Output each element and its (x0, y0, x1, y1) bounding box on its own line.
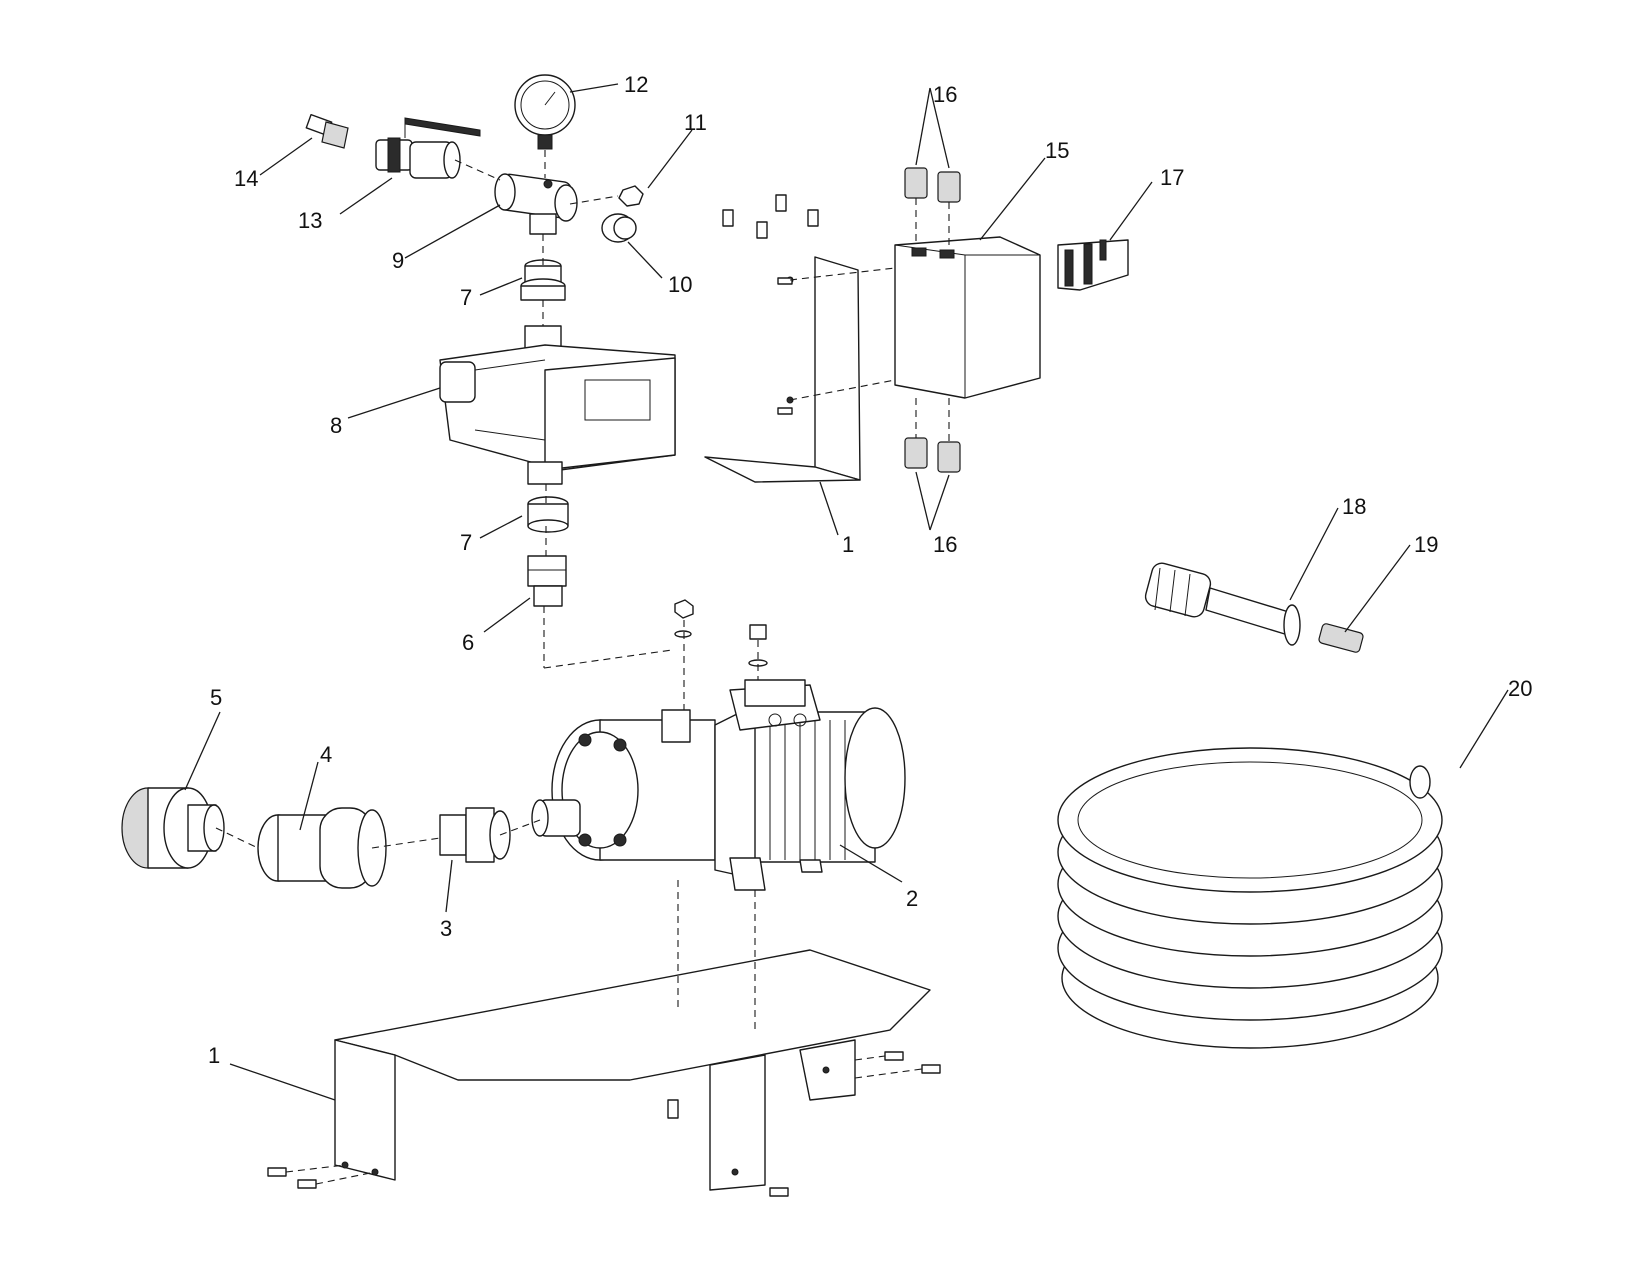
part-19-hose-connector (1318, 623, 1364, 653)
callout-3: 3 (440, 916, 452, 941)
part-1-wall-bracket (704, 256, 861, 483)
callout-2: 2 (906, 886, 918, 911)
callout-19: 19 (1414, 532, 1438, 557)
loose-screws-group (722, 194, 819, 415)
callout-labels: 1 2 3 4 5 6 7 7 8 9 10 11 12 13 14 15 16… (208, 72, 1532, 1068)
part-11-nut (618, 185, 644, 207)
callout-leader-lines (184, 83, 1509, 1101)
part-5-strainer (121, 787, 225, 869)
callout-7-upper: 7 (460, 285, 472, 310)
callout-4: 4 (320, 742, 332, 767)
callout-5: 5 (210, 685, 222, 710)
callout-10: 10 (668, 272, 692, 297)
part-10-plug (601, 213, 637, 243)
callout-6: 6 (462, 630, 474, 655)
callout-13: 13 (298, 208, 322, 233)
part-3-nipple (439, 807, 511, 863)
callout-8: 8 (330, 413, 342, 438)
pump-top-bolts (674, 599, 768, 667)
part-7-upper-union (520, 259, 566, 301)
part-7-lower-union (527, 496, 569, 533)
part-18-suction-filter (1144, 562, 1301, 646)
part-13-ball-valve (375, 117, 481, 179)
callout-14: 14 (234, 166, 258, 191)
assembly-dashed-lines (215, 150, 950, 1185)
base-bracket-bolts (267, 1051, 941, 1197)
callout-11: 11 (684, 110, 707, 135)
part-14-hose-tail (305, 113, 349, 149)
callout-15: 15 (1045, 138, 1069, 163)
part-20-coiled-hose (1057, 747, 1443, 1049)
callout-16-top: 16 (933, 82, 957, 107)
part-9-tee-fitting (494, 173, 578, 235)
callout-18: 18 (1342, 494, 1366, 519)
part-1-base-bracket (334, 949, 931, 1191)
callout-20: 20 (1508, 676, 1532, 701)
callout-1-wall: 1 (842, 532, 854, 557)
part-8-pressure-controller (439, 325, 676, 485)
part-12-pressure-gauge (514, 74, 576, 150)
part-16-cable-glands-top (904, 167, 961, 203)
callout-1-base: 1 (208, 1043, 220, 1068)
part-17-relay (1057, 239, 1129, 291)
callout-12: 12 (624, 72, 648, 97)
part-6-adaptor (527, 555, 567, 607)
part-16-cable-glands-bottom (904, 437, 961, 473)
callout-16-bottom: 16 (933, 532, 957, 557)
part-15-control-box (894, 236, 1041, 399)
callout-17: 17 (1160, 165, 1184, 190)
part-2-pump (531, 679, 906, 891)
callout-9: 9 (392, 248, 404, 273)
callout-7-lower: 7 (460, 530, 472, 555)
part-4-elbow (257, 807, 387, 889)
